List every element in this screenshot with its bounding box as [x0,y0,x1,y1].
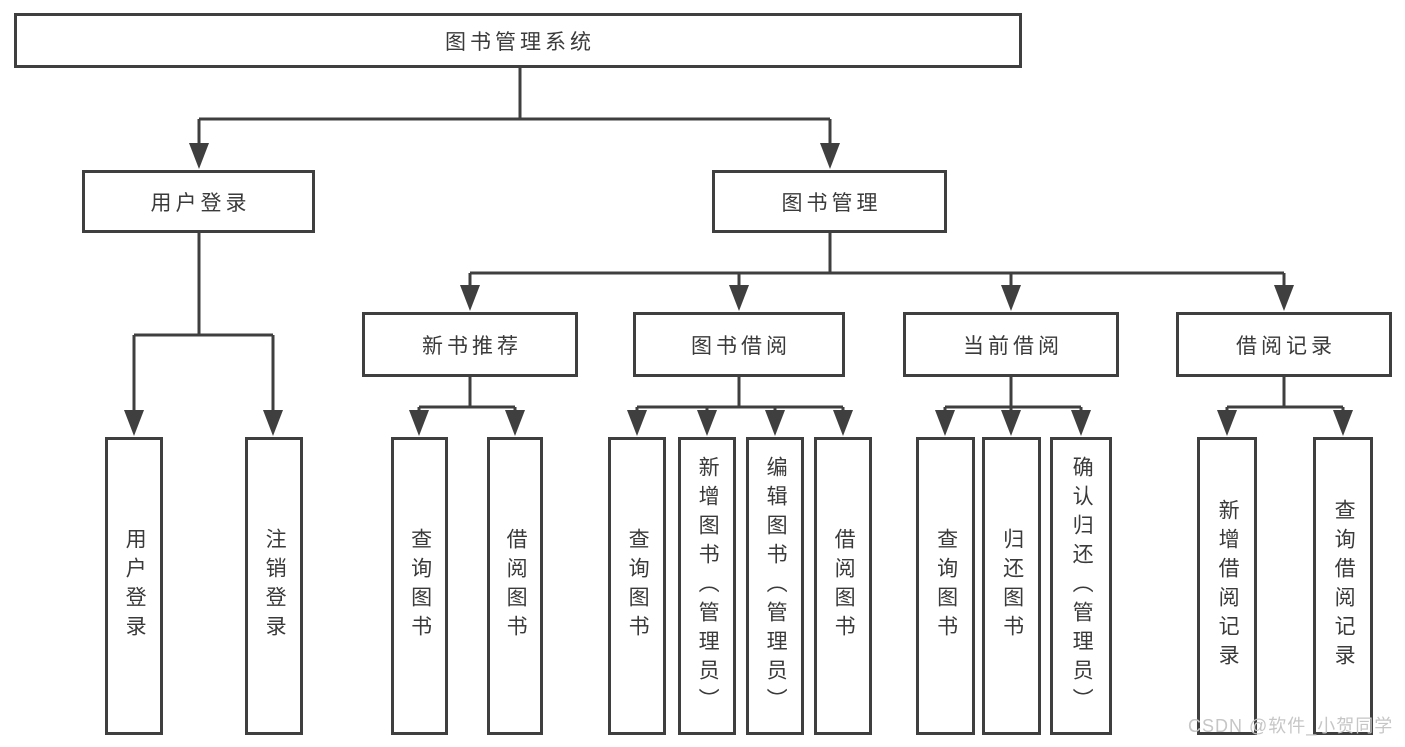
leaf-return-book: 归还图书 [982,437,1041,735]
leaf-confirm-return-admin: 确认归还（管理员） [1050,437,1112,735]
node-label: 新增借阅记录 [1216,499,1240,673]
node-label: 借阅图书 [832,528,856,644]
node-new-book-recommendation: 新书推荐 [362,312,578,377]
node-label: 新书推荐 [422,334,522,358]
node-label: 借阅记录 [1236,334,1336,358]
node-label: 归还图书 [1000,528,1024,644]
node-label: 图书管理 [781,191,882,215]
node-label: 图书管理系统 [445,30,595,54]
leaf-add-book-admin: 新增图书（管理员） [678,437,736,735]
node-label: 查询借阅记录 [1332,499,1356,673]
leaf-user-login: 用户登录 [105,437,163,735]
leaf-borrow-books-borrowing: 借阅图书 [814,437,872,735]
leaf-logout: 注销登录 [245,437,303,735]
node-label: 注销登录 [263,528,287,644]
node-label: 确认归还（管理员） [1070,455,1094,717]
csdn-watermark: CSDN @软件_小贺同学 [1188,716,1394,736]
leaf-query-borrow-record: 查询借阅记录 [1313,437,1373,735]
leaf-borrow-books-recommend: 借阅图书 [487,437,543,735]
node-current-borrowing: 当前借阅 [903,312,1119,377]
leaf-edit-book-admin: 编辑图书（管理员） [746,437,804,735]
node-library-management-system: 图书管理系统 [14,13,1022,68]
leaf-query-books-recommend: 查询图书 [391,437,448,735]
node-label: 查询图书 [934,528,958,644]
node-label: 当前借阅 [963,334,1063,358]
node-label: 查询图书 [626,528,650,644]
node-label: 借阅图书 [504,528,528,644]
node-label: 用户登录 [123,528,147,644]
node-book-borrowing: 图书借阅 [633,312,845,377]
leaf-query-books-current: 查询图书 [916,437,975,735]
node-borrowing-records: 借阅记录 [1176,312,1392,377]
node-label: 新增图书（管理员） [696,455,720,717]
node-label: 查询图书 [408,528,432,644]
leaf-add-borrow-record: 新增借阅记录 [1197,437,1257,735]
node-user-login: 用户登录 [82,170,315,233]
leaf-query-books-borrowing: 查询图书 [608,437,666,735]
node-label: 图书借阅 [691,334,791,358]
node-book-management: 图书管理 [712,170,947,233]
node-label: 编辑图书（管理员） [764,455,788,717]
node-label: 用户登录 [150,191,251,215]
